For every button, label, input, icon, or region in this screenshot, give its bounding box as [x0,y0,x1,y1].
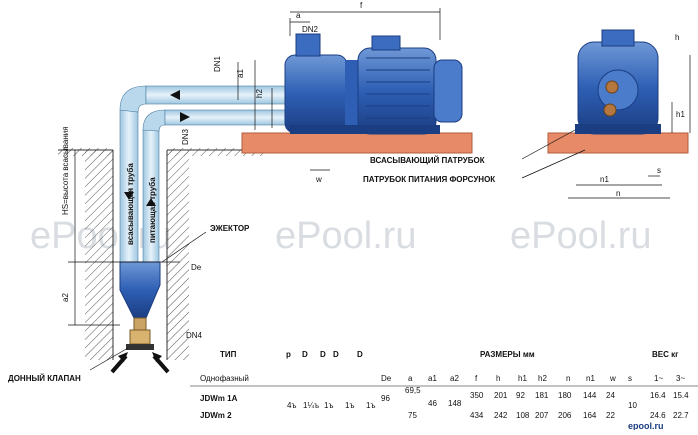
label-nozzle-port: ПАТРУБОК ПИТАНИЯ ФОРСУНОК [363,175,495,184]
dim-h: h [675,33,679,42]
svg-text:201: 201 [494,391,508,400]
table-shared-d4: 1ъ [366,401,375,410]
svg-text:144: 144 [583,391,597,400]
dim-h1: h1 [676,110,685,119]
dim-n1: n1 [600,175,609,184]
svg-text:22.7: 22.7 [673,411,689,420]
svg-text:16.4: 16.4 [650,391,666,400]
svg-text:h2: h2 [538,374,547,383]
svg-text:3~: 3~ [676,374,685,383]
table-col-d3: D [333,350,339,359]
callouts [89,129,586,371]
svg-text:10: 10 [628,401,637,410]
dim-h2: h2 [255,89,264,98]
svg-text:s: s [628,374,632,383]
svg-text:24: 24 [606,391,615,400]
table-col-d1: D [302,350,308,359]
table-row1-name: JDWm 1A [200,394,238,403]
dim-f: f [360,1,363,10]
svg-text:207: 207 [535,411,549,420]
watermark-3: ePool.ru [510,215,652,257]
svg-text:15.4: 15.4 [673,391,689,400]
pump-base-side [547,132,689,154]
table-dim-headers: De a a1 a2 f h h1 h2 n n1 w s 1~ 3~ [381,374,685,383]
brand-logo: epool.ru [625,420,695,431]
table-row2-name: JDWm 2 [200,411,232,420]
svg-text:180: 180 [558,391,572,400]
dim-s: s [657,166,661,175]
table-shared-a1: 46 [428,399,437,408]
table-shared-a2: 148 [448,399,462,408]
table-col-d2: D [320,350,326,359]
svg-text:n: n [566,374,570,383]
ejector [119,261,161,350]
dim-hs: HS=высота всасывания [61,126,70,215]
table-col-d4: D [357,350,363,359]
table-shared-p: 4ъ [287,401,296,410]
table-shared-d2: 1ъ [324,401,333,410]
dim-de: De [191,263,202,272]
svg-text:n1: n1 [586,374,595,383]
svg-text:24.6: 24.6 [650,411,666,420]
table-col-weight: ВЕС кг [652,350,679,359]
table-shared-d3: 1ъ [345,401,354,410]
svg-text:a1: a1 [428,374,437,383]
svg-text:1~: 1~ [654,374,663,383]
svg-text:epool.ru: epool.ru [628,421,664,430]
svg-text:h: h [496,374,500,383]
table-shared-De: 96 [381,394,390,403]
pump-side-view [284,33,463,135]
pump-front-view [575,29,661,135]
dim-dn1: DN1 [213,55,222,72]
dim-a: a [296,11,301,20]
table-col-type: ТИП [220,350,237,359]
svg-text:w: w [609,374,616,383]
svg-text:108: 108 [516,411,530,420]
suction-pipe [119,85,287,266]
ground-hatch [58,148,267,360]
label-ejector: ЭЖЕКТОР [210,224,250,233]
dimension-lines [68,8,691,326]
dim-dn4: DN4 [186,331,203,340]
table-row2-a: 75 [408,411,417,420]
table-col-p: p [286,350,291,359]
svg-text:181: 181 [535,391,549,400]
svg-text:164: 164 [583,411,597,420]
dim-dn2: DN2 [302,25,319,34]
label-suction-port: ВСАСЫВАЮЩИЙ ПАТРУБОК [370,156,485,165]
svg-text:242: 242 [494,411,508,420]
dim-a2: a2 [61,293,70,302]
svg-text:350: 350 [470,391,484,400]
spec-table: ТИП p D D D D РАЗМЕРЫ мм ВЕС кг Однофазн… [190,350,698,420]
dim-dn3: DN3 [181,128,190,145]
dim-n: n [616,189,620,198]
svg-text:h1: h1 [518,374,527,383]
svg-text:De: De [381,374,392,383]
label-foot-valve: ДОННЫЙ КЛАПАН [8,374,81,383]
table-subheader: Однофазный [200,374,249,383]
svg-text:f: f [475,374,478,383]
svg-text:434: 434 [470,411,484,420]
supply-pipe [142,109,287,266]
table-row1-a: 69,5 [405,386,421,395]
dim-a1: a1 [236,69,245,78]
table-col-dims: РАЗМЕРЫ мм [480,350,535,359]
suction-pipe-label: всасывающая труба [126,163,135,245]
svg-text:a2: a2 [450,374,459,383]
flow-arrows [124,90,190,206]
svg-text:92: 92 [516,391,525,400]
foot-valve-arrows [110,352,170,374]
supply-pipe-label: питающая труба [148,177,157,243]
dim-w: w [315,175,322,184]
table-shared-d1: 1¼ъ [303,401,319,410]
pump-base [241,132,473,154]
svg-text:206: 206 [558,411,572,420]
svg-text:a: a [408,374,413,383]
watermark-2: ePool.ru [275,215,417,257]
svg-text:22: 22 [606,411,615,420]
